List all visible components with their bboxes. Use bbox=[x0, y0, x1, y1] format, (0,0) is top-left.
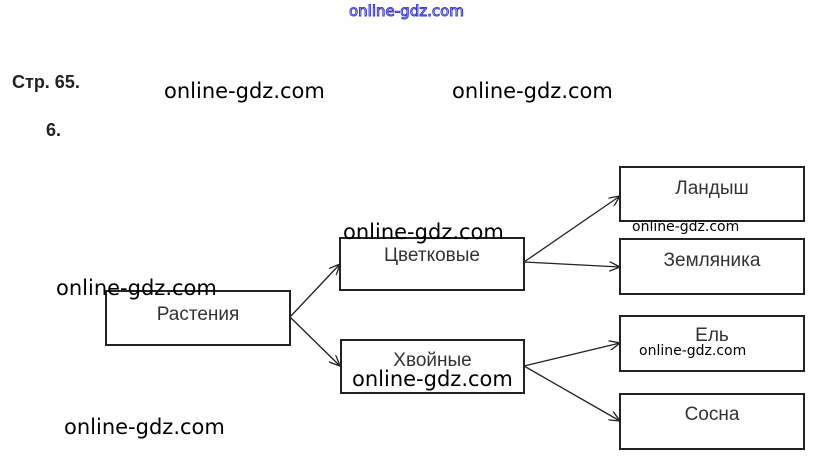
watermark: online-gdz.com bbox=[639, 343, 747, 359]
watermark: online-gdz.com bbox=[164, 79, 325, 103]
node-flowering: Цветковые bbox=[339, 237, 525, 291]
node-label: Растения bbox=[156, 304, 240, 325]
watermark-top: online-gdz.com bbox=[349, 2, 465, 21]
node-label: Ландыш bbox=[675, 178, 749, 199]
node-spruce: Ель bbox=[619, 315, 805, 372]
node-label: Цветковые bbox=[384, 245, 480, 266]
arrow-flowering-to-lily bbox=[523, 196, 620, 263]
node-label: Земляника bbox=[663, 250, 761, 271]
watermark: online-gdz.com bbox=[56, 276, 217, 300]
node-conifers: Хвойные bbox=[340, 339, 525, 394]
watermark: online-gdz.com bbox=[352, 367, 513, 391]
watermark: online-gdz.com bbox=[632, 219, 740, 235]
arrow-conifers-to-spruce bbox=[523, 343, 620, 367]
node-lily-of-the-valley: Ландыш bbox=[619, 166, 805, 222]
arrow-root-to-conifers bbox=[289, 316, 340, 366]
node-strawberry: Земляника bbox=[619, 238, 805, 295]
node-root: Растения bbox=[105, 290, 291, 346]
node-label: Хвойные bbox=[393, 350, 472, 371]
arrow-conifers-to-pine bbox=[523, 365, 620, 421]
node-label: Сосна bbox=[684, 404, 740, 425]
task-number: 6. bbox=[46, 120, 62, 140]
watermark: online-gdz.com bbox=[64, 415, 225, 439]
page-label: Стр. 65. bbox=[12, 72, 80, 92]
watermark: online-gdz.com bbox=[452, 79, 613, 103]
node-pine: Сосна bbox=[619, 393, 805, 450]
arrow-flowering-to-strawberry bbox=[523, 261, 620, 267]
node-label: Ель bbox=[695, 325, 729, 346]
arrow-root-to-flowering bbox=[289, 264, 340, 318]
watermark: online-gdz.com bbox=[343, 220, 504, 244]
